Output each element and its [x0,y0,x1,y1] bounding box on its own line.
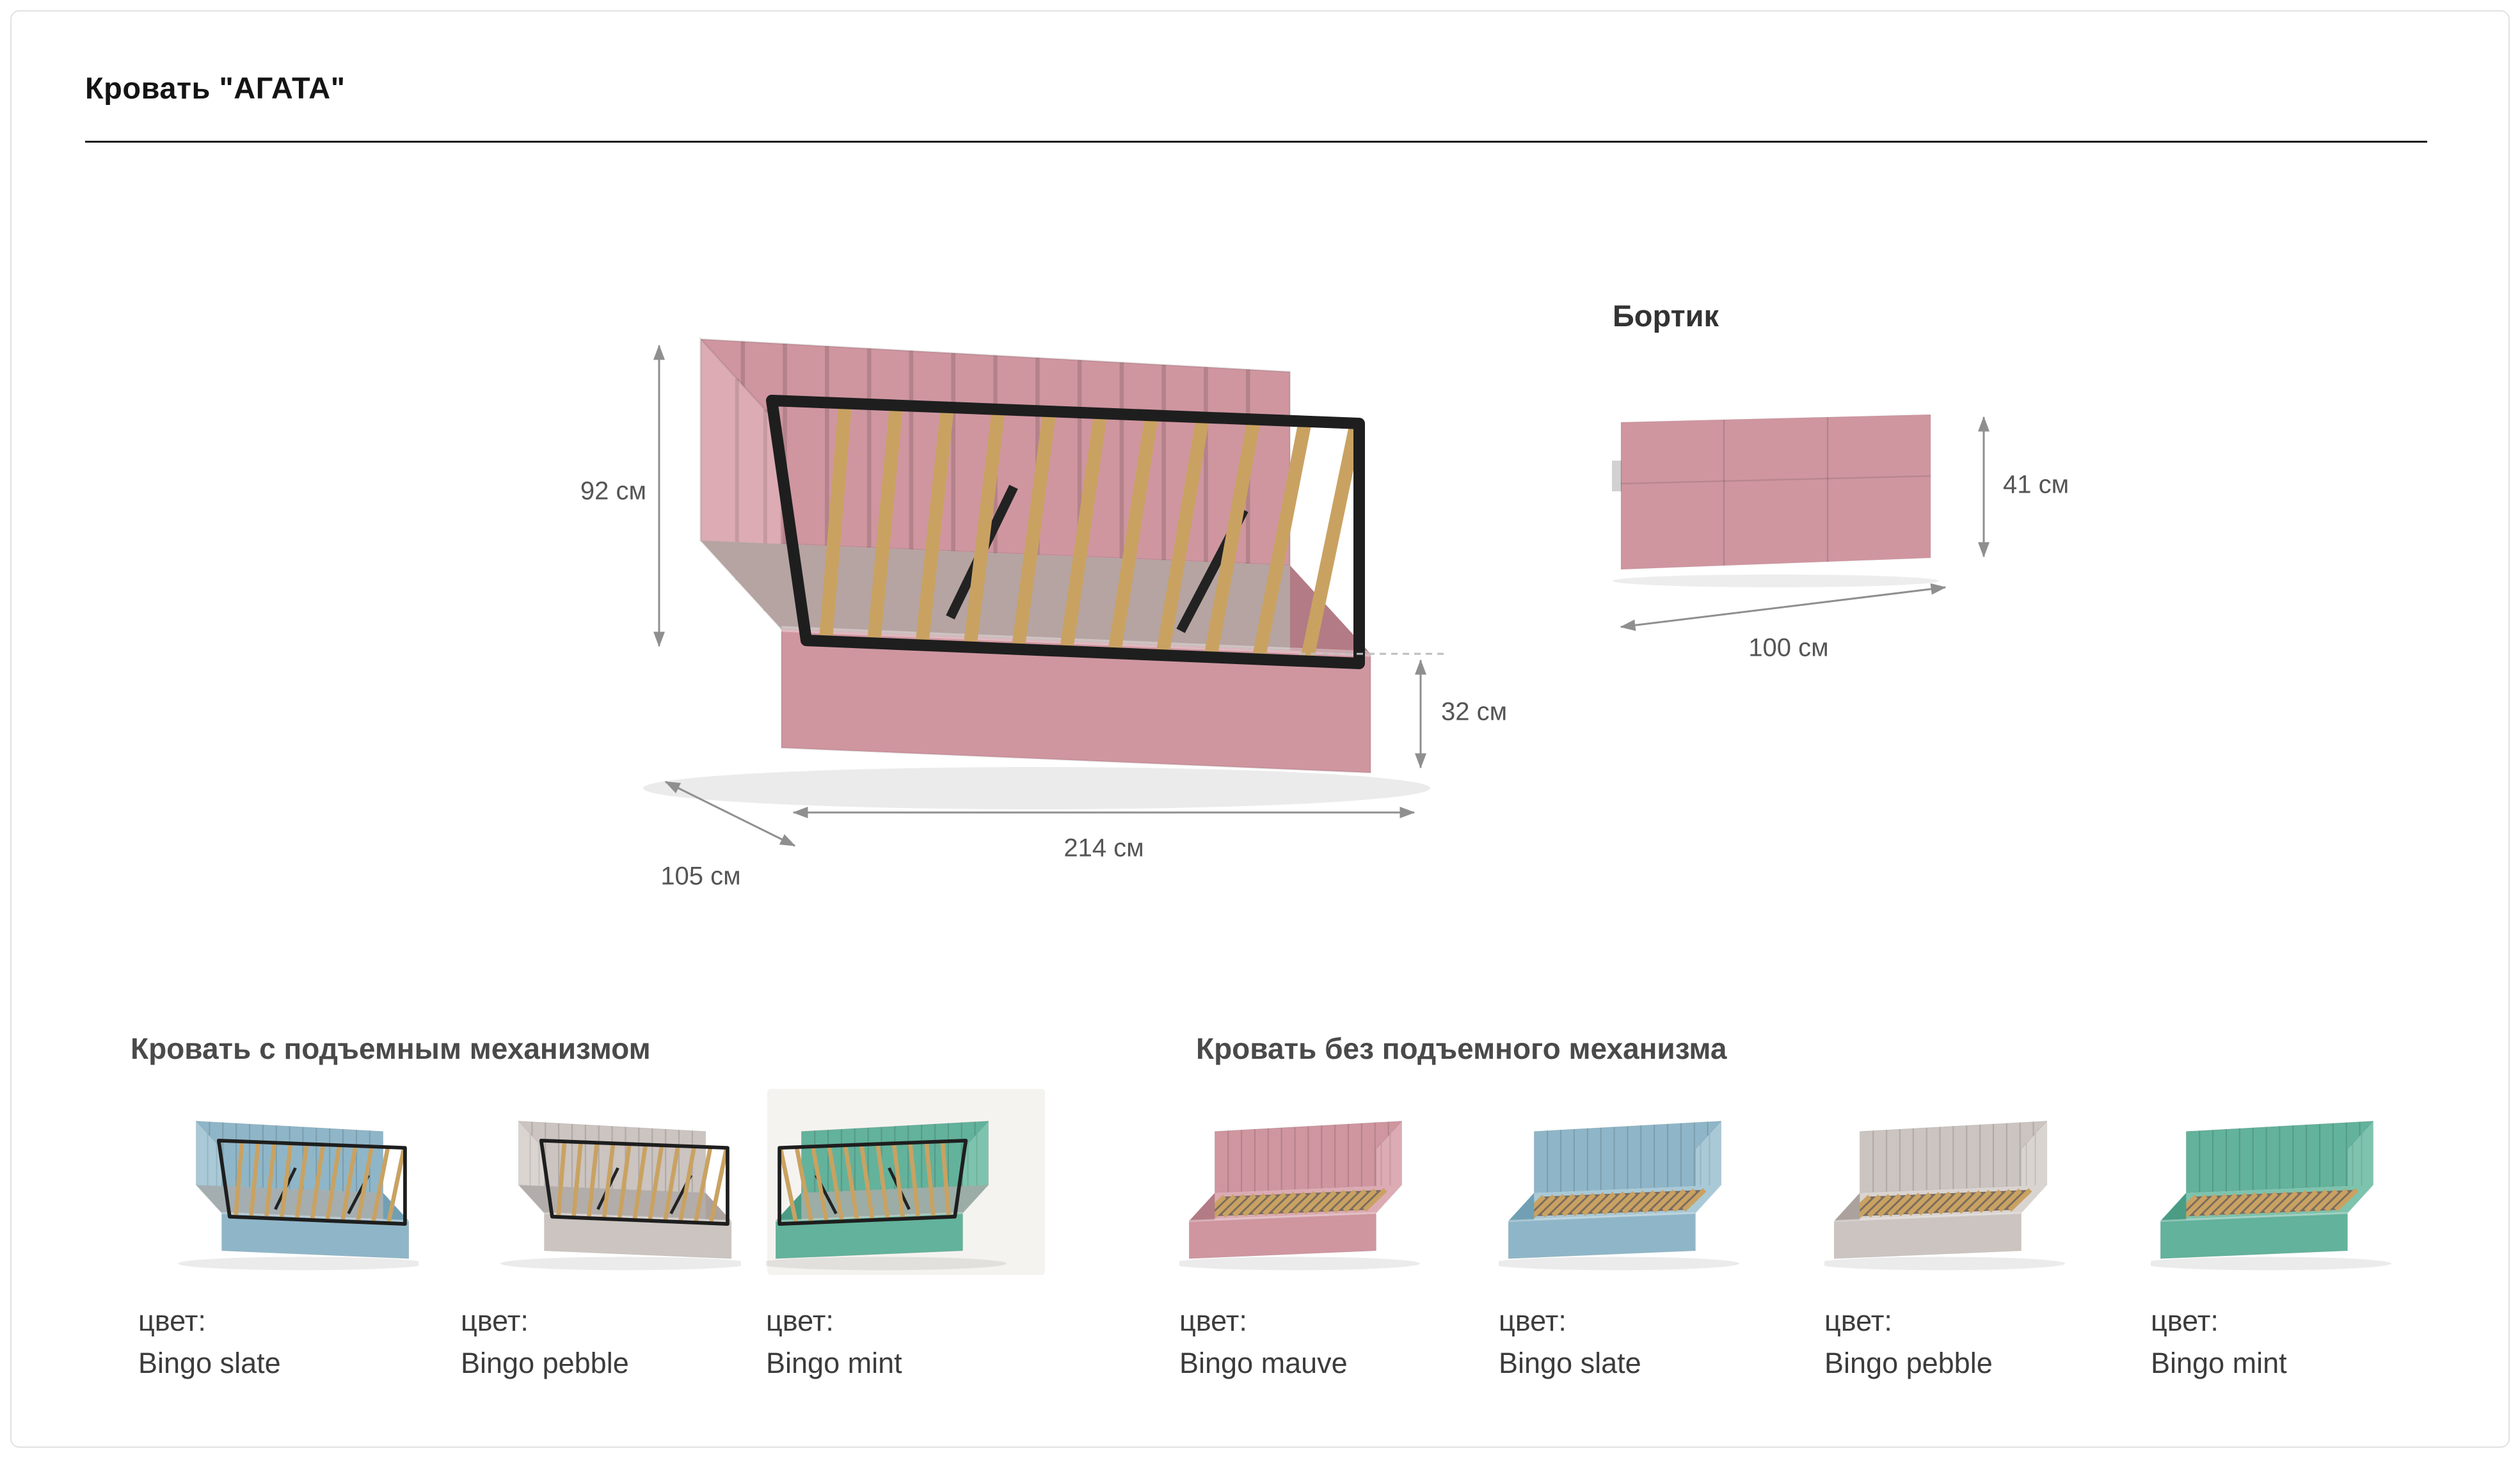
color-name: Bingo mauve [1179,1347,1348,1379]
color-label: цвет: [1499,1304,1567,1337]
color-label: цвет: [138,1304,206,1337]
bed-drawing [178,1120,419,1271]
bed-drawing [1824,1120,2065,1271]
color-label: цвет: [461,1304,529,1337]
variant-card: цвет: Bingo mint [2151,1088,2436,1380]
bed-thumbnail [1824,1120,2065,1271]
bed-drawing [1499,1120,1739,1271]
variant-card: цвет: Bingo mauve [1179,1088,1464,1380]
dim-base-height: 32 см [1441,698,1507,726]
dim-length: 214 см [1064,834,1144,862]
color-name: Bingo pebble [1824,1347,1993,1379]
title-rule [85,141,2427,143]
color-name: Bingo slate [138,1347,281,1379]
color-name: Bingo pebble [461,1347,629,1379]
dim-bortik-width: 100 см [1748,634,1828,662]
variant-card: цвет: Bingo pebble [1824,1088,2109,1380]
bed-drawing [2151,1120,2391,1271]
bed-drawing [1179,1120,1420,1271]
bed-drawing [643,337,1430,809]
variant-card: цвет: Bingo slate [138,1088,423,1380]
bed-thumbnail [2151,1120,2391,1271]
bed-thumbnail [178,1120,419,1271]
bed-thumbnail [500,1120,741,1271]
bortik-panel [1620,414,1931,570]
dim-total-height: 92 см [580,477,646,505]
color-name: Bingo mint [2151,1347,2287,1379]
variant-card: цвет: Bingo pebble [461,1088,746,1380]
dim-bortik-height: 41 см [2003,471,2069,499]
color-name: Bingo mint [766,1347,902,1379]
dim-depth: 105 см [660,862,740,891]
color-label: цвет: [1179,1304,1247,1337]
variant-card: цвет: Bingo mint [766,1088,1051,1380]
bed-thumbnail [1499,1120,1739,1271]
bortik-title: Бортик [1613,299,1719,333]
section-title-lift: Кровать с подъемным механизмом [131,1032,651,1065]
color-label: цвет: [1824,1304,1892,1337]
color-label: цвет: [766,1304,834,1337]
bed-thumbnail [766,1088,1045,1276]
main-bed-diagram: 92 см 32 см 214 см 105 см [580,337,1507,891]
bed-drawing [500,1120,741,1271]
variant-card: цвет: Bingo slate [1499,1088,1783,1380]
bed-thumbnail [1179,1120,1420,1271]
section-title-no-lift: Кровать без подъемного механизма [1196,1032,1727,1065]
color-name: Bingo slate [1499,1347,1641,1379]
bortik-diagram: 41 см 100 см [1612,414,2069,662]
color-label: цвет: [2151,1304,2219,1337]
bed-drawing [766,1120,1007,1271]
page-title: Кровать "АГАТА" [85,71,346,105]
